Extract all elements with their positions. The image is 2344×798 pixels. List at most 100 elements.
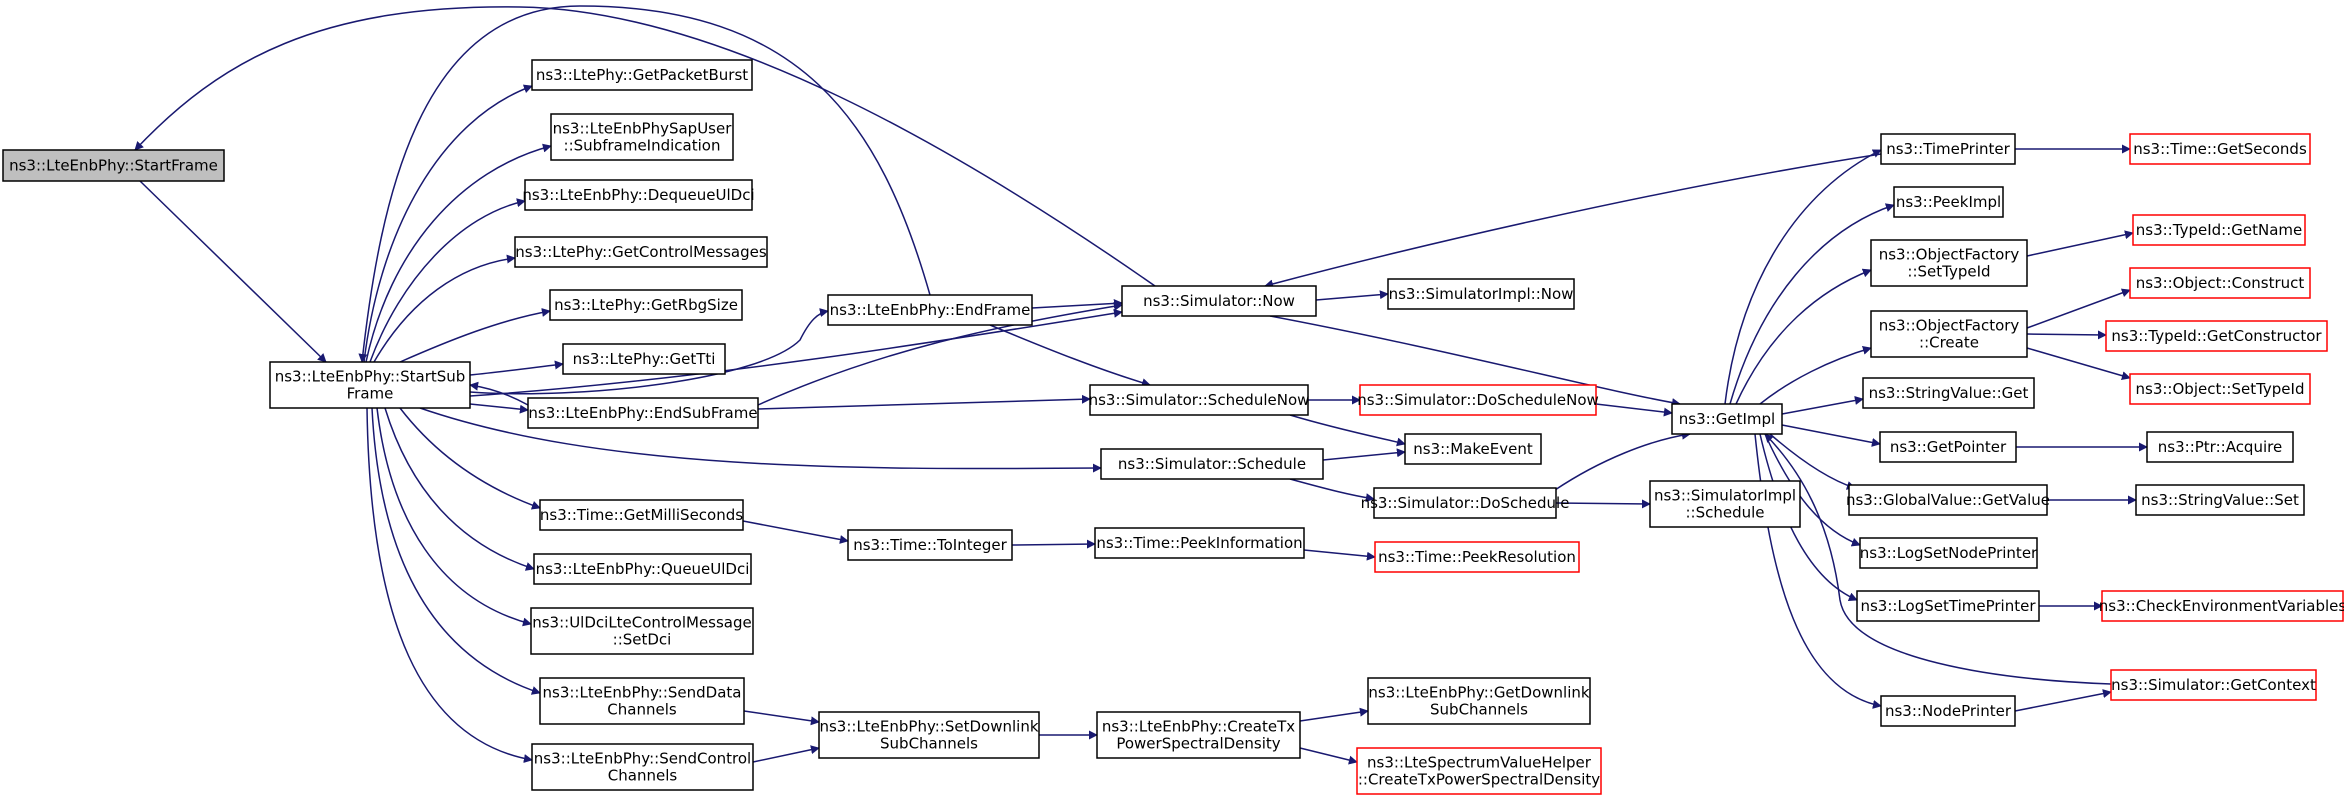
edge-start-subframe-to-get-packet-burst — [363, 84, 533, 363]
node-label: ns3::Simulator::Schedule — [1118, 455, 1306, 473]
node-time-get-seconds[interactable]: ns3::Time::GetSeconds — [2129, 133, 2311, 165]
node-label: ns3::SimulatorImpl — [1654, 487, 1796, 505]
edges — [134, 5, 2148, 765]
node-get-milliseconds[interactable]: ns3::Time::GetMilliSeconds — [539, 499, 744, 531]
node-make-event[interactable]: ns3::MakeEvent — [1404, 433, 1542, 465]
node-label: ns3::Time::PeekResolution — [1378, 548, 1576, 566]
node-get-control-messages[interactable]: ns3::LtePhy::GetControlMessages — [514, 236, 768, 268]
edge-line — [1269, 315, 1681, 408]
edge-do-schedule-to-simulatorimpl-schedule — [1555, 499, 1651, 509]
node-time-printer[interactable]: ns3::TimePrinter — [1880, 133, 2016, 165]
node-queue-ul-dci[interactable]: ns3::LteEnbPhy::QueueUlDci — [533, 553, 752, 585]
node-simulatorimpl-schedule[interactable]: ns3::SimulatorImpl::Schedule — [1649, 480, 1801, 528]
node-label: ::Schedule — [1685, 504, 1764, 522]
edge-line — [369, 198, 526, 363]
node-simulator-now[interactable]: ns3::Simulator::Now — [1121, 285, 1317, 317]
node-get-impl[interactable]: ns3::GetImpl — [1671, 403, 1783, 435]
edge-start-subframe-to-end-subframe — [469, 403, 529, 414]
edge-line — [1031, 298, 1123, 309]
nodes: ns3::LteEnbPhy::StartFramens3::LteEnbPhy… — [2, 59, 2344, 795]
node-get-tti[interactable]: ns3::LtePhy::GetTti — [562, 343, 726, 375]
node-end-frame[interactable]: ns3::LteEnbPhy::EndFrame — [827, 294, 1033, 326]
node-label: ns3::TypeId::GetName — [2136, 221, 2302, 239]
node-end-subframe[interactable]: ns3::LteEnbPhy::EndSubFrame — [527, 397, 759, 429]
node-log-set-time-printer[interactable]: ns3::LogSetTimePrinter — [1856, 590, 2040, 622]
node-box — [2129, 373, 2311, 405]
node-set-dci[interactable]: ns3::UlDciLteControlMessage::SetDci — [530, 607, 754, 655]
node-get-pointer[interactable]: ns3::GetPointer — [1879, 431, 2017, 463]
edge-node-printer-to-simulator-get-context — [2014, 689, 2112, 712]
node-box — [2135, 484, 2305, 516]
edge-line — [1769, 433, 1856, 490]
edge-of-create-to-typeid-get-constructor — [2026, 330, 2107, 340]
node-peek-information[interactable]: ns3::Time::PeekInformation — [1094, 527, 1305, 559]
edge-line — [1764, 433, 1861, 547]
node-label: ns3::Time::GetMilliSeconds — [540, 506, 743, 524]
edge-line — [371, 407, 541, 695]
node-object-construct[interactable]: ns3::Object::Construct — [2129, 267, 2311, 299]
node-stringvalue-get[interactable]: ns3::StringValue::Get — [1862, 377, 2035, 409]
node-of-set-type-id[interactable]: ns3::ObjectFactory::SetTypeId — [1870, 239, 2028, 287]
node-box — [1359, 384, 1597, 416]
node-do-schedule-now[interactable]: ns3::Simulator::DoScheduleNow — [1357, 384, 1599, 416]
node-do-schedule[interactable]: ns3::Simulator::DoSchedule — [1361, 487, 1570, 519]
node-label: ns3::Simulator::Now — [1143, 292, 1295, 310]
edge-line — [1735, 268, 1872, 405]
node-label: ns3::LteEnbPhy::StartFrame — [9, 157, 218, 175]
edge-end-frame-to-schedule-now — [989, 324, 1151, 387]
edge-line — [742, 520, 849, 544]
node-spectrum-helper[interactable]: ns3::LteSpectrumValueHelper::CreateTxPow… — [1356, 747, 1602, 795]
node-dequeue-ul-dci[interactable]: ns3::LteEnbPhy::DequeueUlDci — [522, 179, 755, 211]
node-box — [1373, 487, 1557, 519]
node-typeid-get-constructor[interactable]: ns3::TypeId::GetConstructor — [2105, 320, 2328, 352]
node-create-tx-psd[interactable]: ns3::LteEnbPhy::CreateTxPowerSpectralDen… — [1096, 711, 1301, 759]
node-schedule-now[interactable]: ns3::Simulator::ScheduleNow — [1089, 384, 1310, 416]
node-label: ns3::LteEnbPhy::SetDownlink — [819, 718, 1038, 736]
edge-schedule-now-to-make-event — [1289, 414, 1406, 447]
edge-line — [134, 6, 1156, 287]
node-globalvalue-get-value[interactable]: ns3::GlobalValue::GetValue — [1846, 484, 2050, 516]
node-get-rbg-size[interactable]: ns3::LtePhy::GetRbgSize — [549, 289, 743, 321]
node-box — [2129, 133, 2311, 165]
node-typeid-get-name[interactable]: ns3::TypeId::GetName — [2132, 214, 2306, 246]
node-ptr-acquire[interactable]: ns3::Ptr::Acquire — [2146, 431, 2294, 463]
node-peek-resolution[interactable]: ns3::Time::PeekResolution — [1374, 541, 1580, 573]
node-label: ns3::LteEnbPhySapUser — [553, 120, 733, 138]
node-label: ns3::Simulator::GetContext — [2111, 676, 2316, 694]
node-start-frame[interactable]: ns3::LteEnbPhy::StartFrame — [2, 149, 225, 182]
node-stringvalue-set[interactable]: ns3::StringValue::Set — [2135, 484, 2305, 516]
node-check-env-vars[interactable]: ns3::CheckEnvironmentVariables — [2099, 590, 2344, 622]
node-log-set-node-printer[interactable]: ns3::LogSetNodePrinter — [1859, 537, 2038, 569]
node-label: ns3::TypeId::GetConstructor — [2111, 327, 2322, 345]
node-to-integer[interactable]: ns3::Time::ToInteger — [847, 529, 1013, 561]
node-object-set-type-id[interactable]: ns3::Object::SetTypeId — [2129, 373, 2311, 405]
node-label: ns3::LogSetNodePrinter — [1860, 544, 2038, 562]
node-box — [1649, 480, 1801, 528]
node-label: Channels — [608, 767, 678, 785]
node-schedule[interactable]: ns3::Simulator::Schedule — [1100, 448, 1324, 480]
edge-line — [1595, 403, 1673, 417]
node-label: ns3::GetImpl — [1679, 410, 1775, 428]
node-label: ns3::LtePhy::GetTti — [573, 350, 716, 368]
node-peek-impl[interactable]: ns3::PeekImpl — [1893, 186, 2004, 218]
edge-end-subframe-to-schedule-now — [757, 394, 1091, 410]
edge-start-subframe-to-send-data-channels — [371, 407, 541, 695]
node-of-create[interactable]: ns3::ObjectFactory::Create — [1870, 310, 2028, 358]
node-box — [1121, 285, 1317, 317]
node-node-printer[interactable]: ns3::NodePrinter — [1880, 695, 2016, 727]
node-box — [2146, 431, 2294, 463]
node-subframe-indication[interactable]: ns3::LteEnbPhySapUser::SubframeIndicatio… — [550, 113, 734, 161]
node-simulator-get-context[interactable]: ns3::Simulator::GetContext — [2110, 669, 2317, 701]
node-label: ::SubframeIndication — [564, 137, 721, 155]
edge-line — [399, 308, 551, 363]
edge-send-data-channels-to-set-downlink-subchannels — [743, 710, 820, 726]
edge-line — [1759, 433, 1858, 601]
node-box — [1100, 448, 1324, 480]
node-simulatorimpl-now[interactable]: ns3::SimulatorImpl::Now — [1387, 278, 1575, 310]
node-get-packet-burst[interactable]: ns3::LtePhy::GetPacketBurst — [531, 59, 753, 91]
